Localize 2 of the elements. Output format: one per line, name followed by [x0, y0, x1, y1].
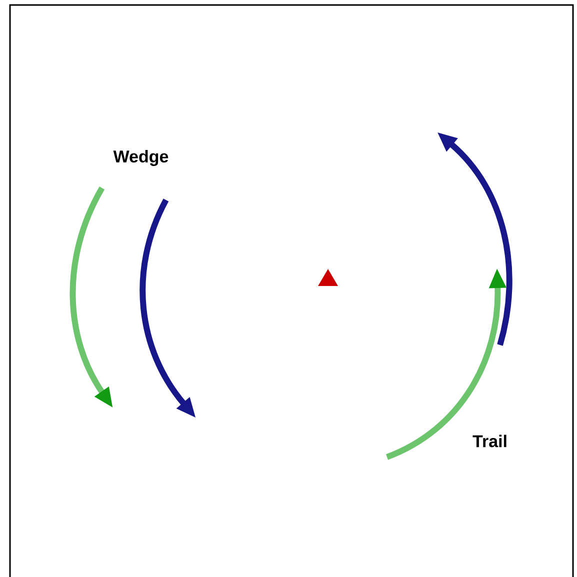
text-label: Wedge: [113, 150, 168, 166]
text-label: Trail: [472, 434, 506, 448]
